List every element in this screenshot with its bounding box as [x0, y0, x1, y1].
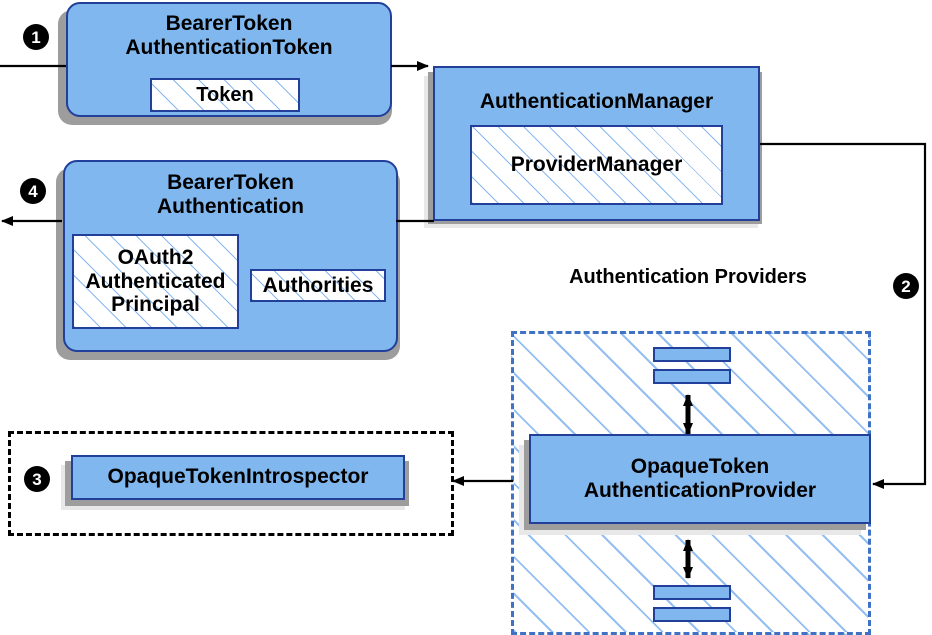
authentication-providers-caption: Authentication Providers — [569, 266, 807, 288]
opaque-token-introspector-label: OpaqueTokenIntrospector — [107, 465, 369, 489]
authorities-inner-label: Authorities — [262, 273, 374, 297]
oauth2-authenticated-principal-inner-box[interactable]: OAuth2 Authenticated Principal — [72, 234, 239, 329]
provider-stack-bar-top-2 — [653, 369, 731, 384]
token-inner-label: Token — [196, 83, 254, 106]
opaque-token-introspector-box[interactable]: OpaqueTokenIntrospector — [71, 455, 405, 500]
opaque-token-authentication-provider-label: OpaqueToken AuthenticationProvider — [583, 454, 817, 502]
provider-stack-bar-bottom-2 — [653, 607, 731, 622]
bearer-token-authentication-token-title: BearerToken AuthenticationToken — [125, 12, 333, 60]
badge-step-1: 1 — [23, 24, 49, 50]
badge-step-2: 2 — [893, 273, 919, 299]
provider-manager-inner-box[interactable]: ProviderManager — [470, 125, 723, 205]
token-inner-box[interactable]: Token — [150, 78, 300, 112]
authorities-inner-box[interactable]: Authorities — [250, 269, 386, 302]
provider-stack-bar-bottom-1 — [653, 585, 731, 600]
oauth2-authenticated-principal-inner-label: OAuth2 Authenticated Principal — [85, 246, 226, 317]
provider-manager-inner-label: ProviderManager — [510, 153, 683, 177]
opaque-token-authentication-provider-box[interactable]: OpaqueToken AuthenticationProvider — [529, 434, 871, 524]
badge-step-4: 4 — [20, 178, 46, 204]
provider-stack-bar-top-1 — [653, 347, 731, 362]
badge-step-3: 3 — [24, 466, 50, 492]
bearer-token-authentication-title: BearerToken Authentication — [157, 171, 304, 219]
authentication-manager-title: AuthenticationManager — [479, 90, 714, 113]
